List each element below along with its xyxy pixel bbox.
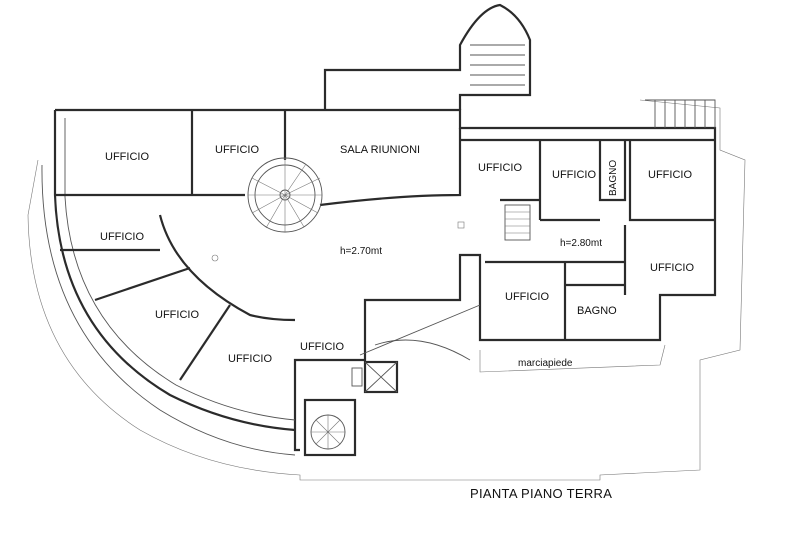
room-label-ufficio-n3: UFFICIO	[478, 162, 522, 174]
sidewalk-label: marciapiede	[518, 358, 573, 369]
room-label-ufficio-w2: UFFICIO	[155, 309, 199, 321]
east-stair-steps	[505, 211, 530, 234]
pillar-mark	[457, 221, 465, 229]
radial-partition-2	[94, 266, 191, 302]
room-label-ufficio-s1: UFFICIO	[228, 353, 272, 365]
curved-outer-wall	[53, 110, 296, 432]
partition-north	[55, 110, 287, 197]
curved-outer-wall-inner	[64, 118, 296, 421]
column-mark	[211, 254, 219, 262]
room-label-ufficio-ne: UFFICIO	[648, 169, 692, 181]
ceiling-height-right: h=2.80mt	[560, 238, 602, 249]
radial-partition-3	[179, 304, 231, 381]
room-label-ufficio-nw: UFFICIO	[105, 151, 149, 163]
drawing-title: PIANTA PIANO TERRA	[470, 486, 612, 501]
curved-facade-line	[41, 164, 296, 456]
room-label-ufficio-w1: UFFICIO	[100, 231, 144, 243]
north-annex-wall	[323, 3, 532, 110]
east-stair	[504, 204, 531, 241]
room-label-ufficio-n2: UFFICIO	[215, 144, 259, 156]
outer-wall	[55, 108, 717, 452]
room-label-ufficio-c: UFFICIO	[505, 291, 549, 303]
corridor-line-2	[374, 339, 471, 361]
room-label-sala-riunioni: SALA RIUNIONI	[340, 144, 420, 156]
south-stair-box	[303, 398, 357, 457]
partition-east-south	[485, 225, 627, 340]
room-label-ufficio-n4: UFFICIO	[552, 169, 596, 181]
elevator-shaft	[363, 360, 399, 394]
partition-meeting-south	[319, 128, 462, 207]
room-label-ufficio-s2: UFFICIO	[300, 341, 344, 353]
room-label-bagno-2: BAGNO	[577, 305, 617, 317]
northeast-terrace	[645, 99, 716, 128]
spiral-stair-treads	[248, 158, 322, 232]
site-outline	[27, 99, 746, 481]
ceiling-height-main: h=2.70mt	[340, 246, 382, 257]
partition-east-block	[460, 138, 715, 222]
room-label-ufficio-e: UFFICIO	[650, 262, 694, 274]
north-annex-steps	[470, 44, 525, 86]
south-spiral-treads	[311, 415, 345, 449]
shaft-small	[351, 367, 363, 387]
elevator-cross	[364, 361, 398, 393]
room-label-bagno-1: BAGNO	[608, 160, 619, 196]
corridor-line-1	[359, 304, 481, 356]
radial-partition-4	[158, 214, 296, 322]
sidewalk-outline	[479, 344, 666, 373]
